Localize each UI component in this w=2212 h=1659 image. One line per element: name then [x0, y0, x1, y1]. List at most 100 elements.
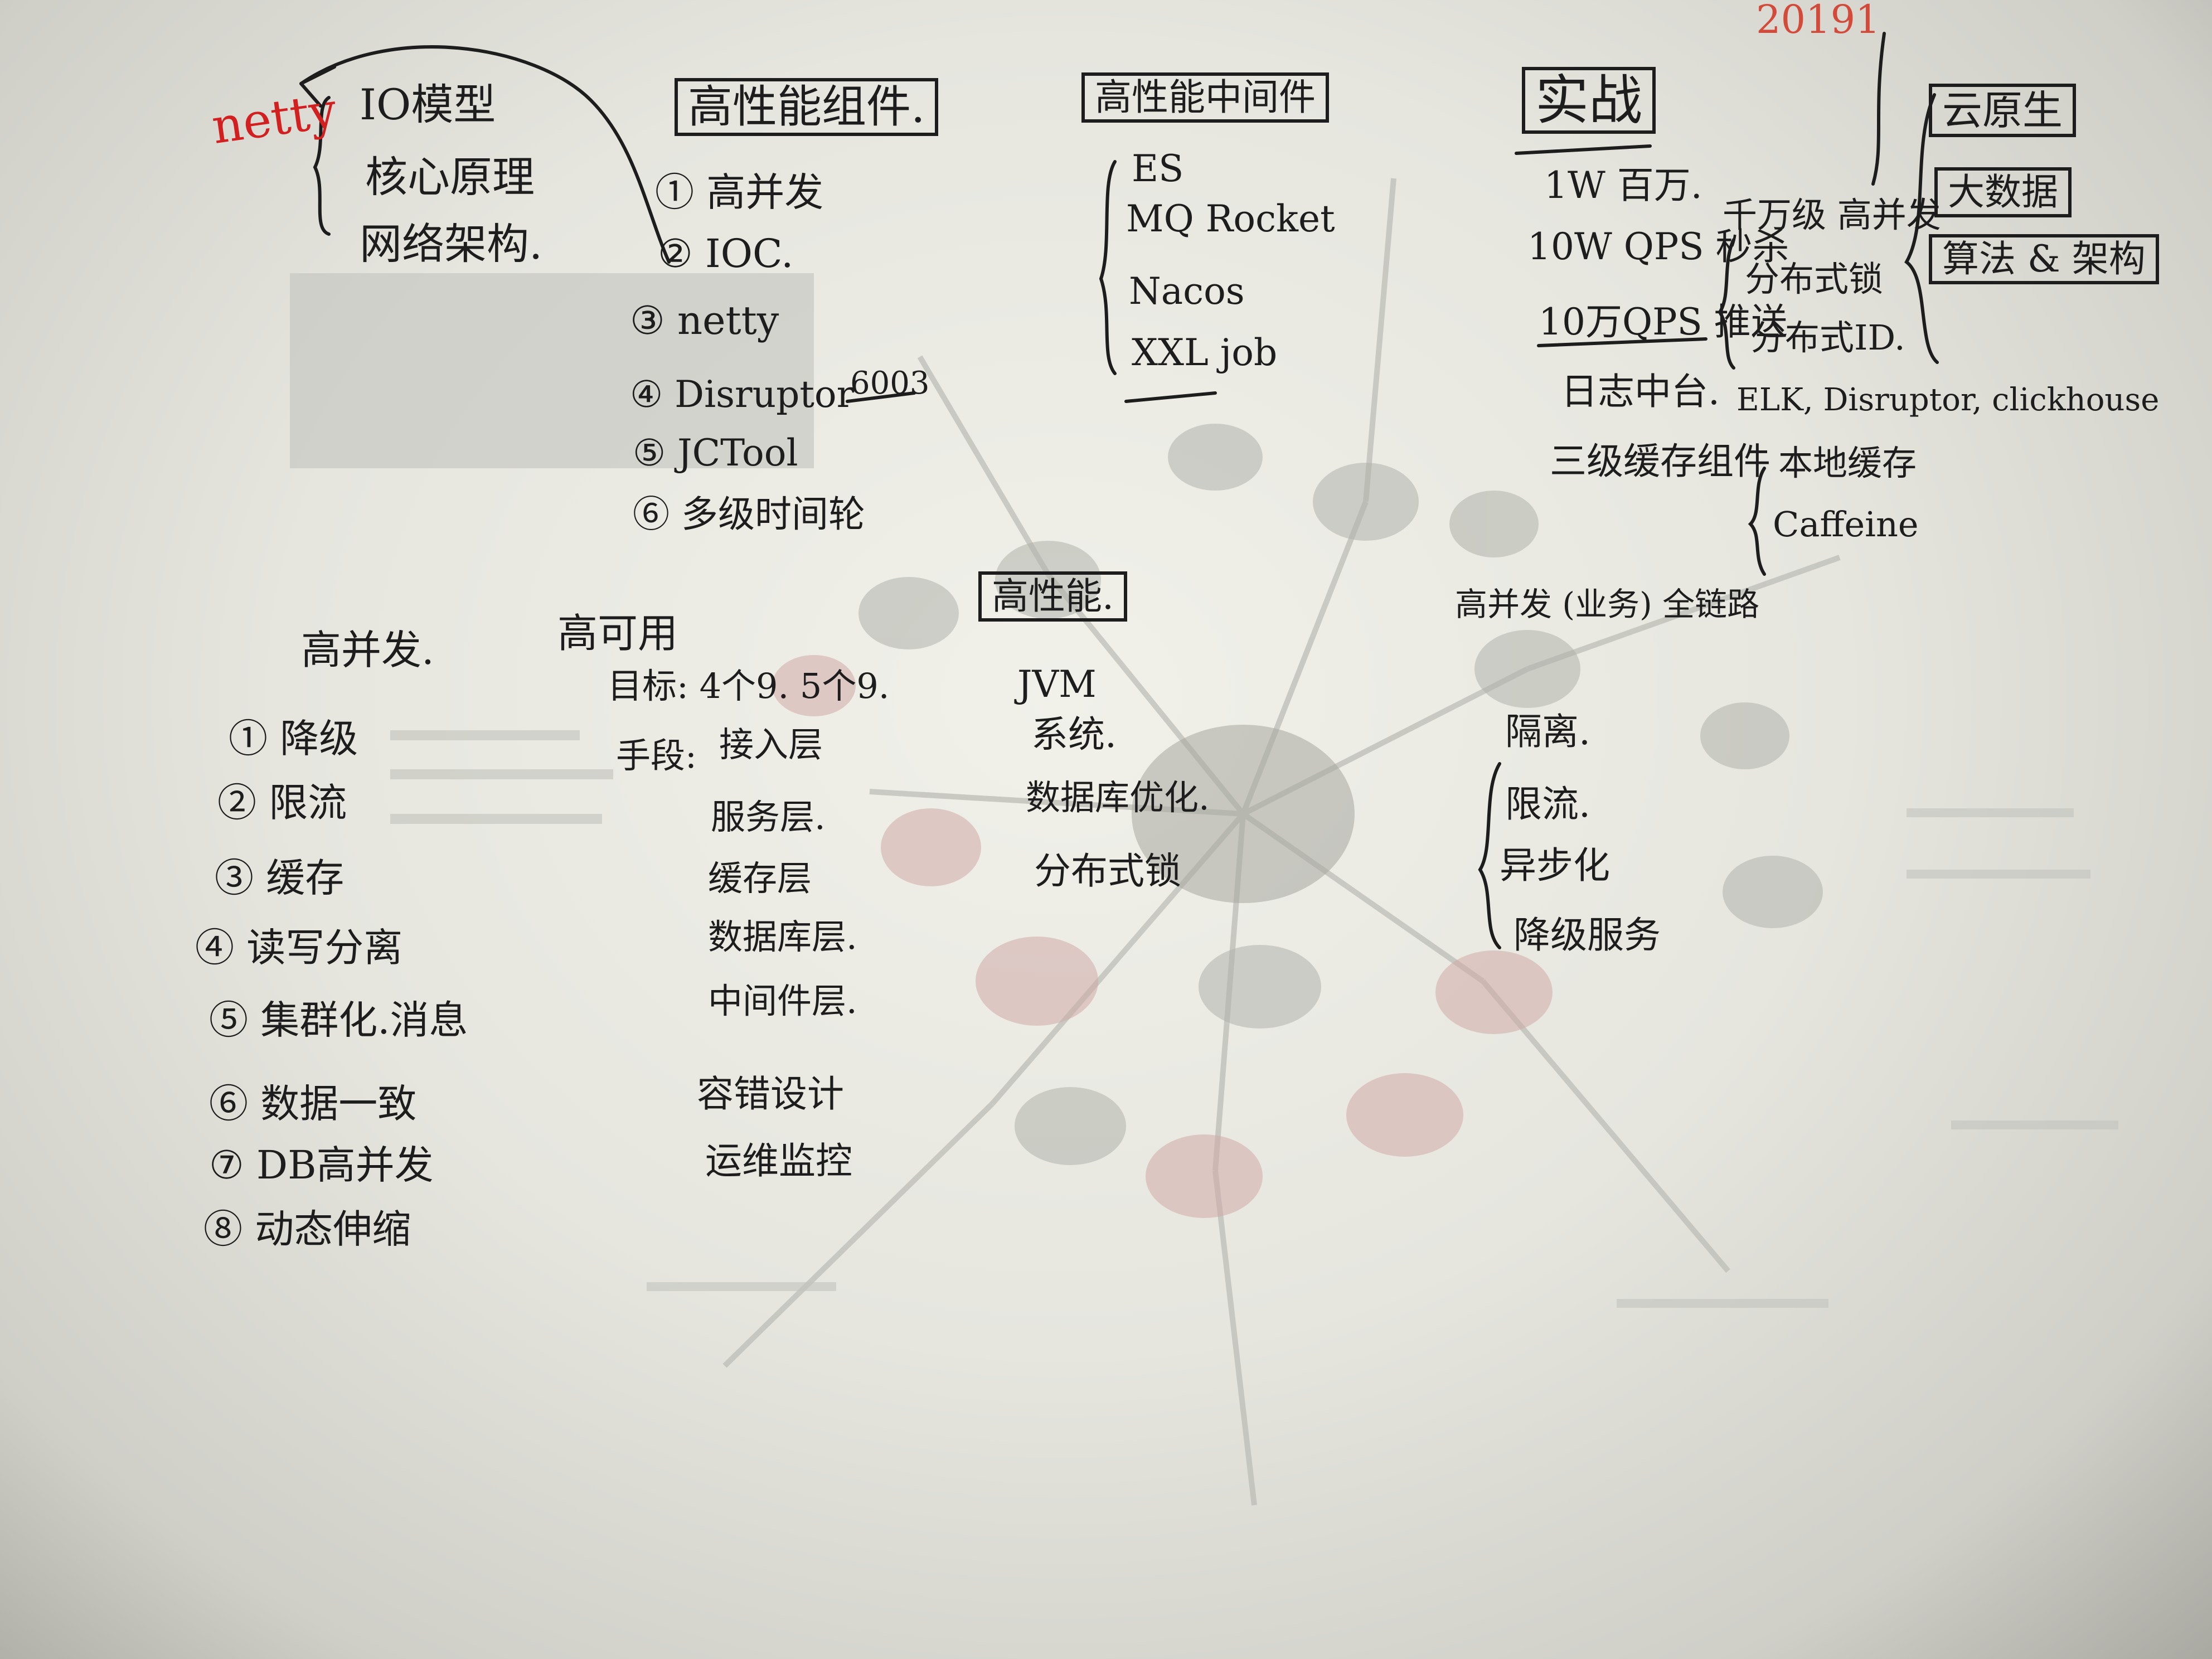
ghost-text-block	[647, 1282, 836, 1291]
shizhan-right-item: 分布式ID.	[1750, 317, 1905, 358]
middleware-item: ES	[1132, 147, 1184, 190]
gaobingfa-item: ⑥ 数据一致	[209, 1081, 417, 1127]
gaobingfa-title: 高并发.	[301, 627, 434, 673]
gaobingfa-item: ④ 读写分离	[195, 925, 403, 971]
middleware-underline	[1124, 391, 1217, 403]
ghost-node	[1146, 1134, 1263, 1218]
ghost-node-center	[1132, 725, 1355, 903]
gaokeyong-extra: 容错设计	[697, 1073, 844, 1115]
zhongjianjian-title: 高性能中间件	[1081, 72, 1329, 123]
zujian-item: ③ netty	[630, 298, 779, 343]
middleware-item: XXL job	[1132, 331, 1278, 374]
gaobingfa-item: ② 限流	[217, 780, 347, 826]
gaoxingneng-title: 高性能.	[978, 571, 1127, 622]
gaokeyong-means-label: 手段:	[616, 735, 697, 776]
ghost-node	[1723, 856, 1823, 928]
gaobingfa-item: ③ 缓存	[215, 855, 345, 901]
gaoxingneng-item: 分布式锁	[1034, 850, 1181, 892]
lianlu-brace	[1478, 762, 1501, 949]
gaokeyong-target: 目标: 4个9. 5个9.	[608, 666, 890, 706]
gaoxingneng-zujian-title: 高性能组件.	[675, 78, 939, 136]
middleware-item: MQ Rocket	[1126, 197, 1335, 240]
ghost-node	[995, 541, 1101, 619]
lianlu-item: 异步化	[1500, 844, 1610, 887]
gaoxingneng-item: 数据库优化.	[1026, 777, 1210, 818]
netty-item: 网络架构.	[360, 219, 543, 269]
ghost-text-block	[1617, 1299, 1828, 1308]
ghost-node	[772, 655, 856, 716]
lianlu-item: 降级服务	[1514, 914, 1661, 957]
ghost-node	[1346, 1073, 1463, 1157]
gaokeyong-layer: 中间件层.	[708, 981, 857, 1021]
ghost-text-block	[390, 814, 602, 824]
gaobingfa-item: ⑦ DB高并发	[209, 1142, 434, 1188]
gaokeyong-extra: 运维监控	[705, 1139, 852, 1182]
middleware-item: Nacos	[1129, 270, 1245, 313]
ghost-node	[1199, 945, 1321, 1029]
zujian-item: ④ Disruptor	[630, 373, 855, 416]
ghost-photo	[290, 273, 814, 468]
shizhan-item: 10万QPS 推送	[1539, 300, 1788, 343]
ghost-node	[1700, 702, 1789, 769]
ghost-node	[976, 937, 1098, 1026]
qianwan-brace	[1718, 238, 1735, 370]
shizhan-item: 日志中台.	[1561, 370, 1720, 413]
shizhan-right-item: 分布式锁	[1745, 259, 1884, 299]
gaokeyong-layer: 接入层	[719, 724, 823, 765]
corner-date: 20191	[1756, 0, 1880, 42]
disruptor-note: 6003	[850, 365, 930, 401]
corner-item: 大数据	[1934, 167, 2072, 217]
ghost-node	[1313, 463, 1419, 541]
cache-item: 本地缓存	[1778, 443, 1917, 483]
lianlu-item: 隔离.	[1505, 710, 1590, 753]
tuisong-underline	[1537, 337, 1707, 347]
corner-divider	[1871, 32, 1886, 186]
gaokeyong-layer: 服务层.	[711, 797, 826, 837]
arrow-head	[299, 65, 336, 108]
ghost-node	[881, 808, 981, 886]
ghost-node	[858, 577, 959, 649]
cache-brace	[1748, 467, 1766, 576]
ghost-text-block	[1907, 808, 2074, 817]
netty-item: IO模型	[360, 80, 496, 129]
gaobingfa-item: ⑤ 集群化.消息	[209, 997, 468, 1043]
ghost-node	[1449, 491, 1539, 557]
gaokeyong-title: 高可用	[557, 610, 678, 657]
zujian-item: ⑥ 多级时间轮	[633, 493, 865, 536]
corner-item: 算法 & 架构	[1929, 234, 2159, 284]
gaokeyong-layer: 数据库层.	[708, 916, 857, 957]
netty-brace	[313, 96, 331, 236]
zujian-item: ② IOC.	[658, 231, 794, 276]
gaobingfa-item: ① 降级	[229, 716, 358, 761]
corner-item: 云原生	[1929, 84, 2077, 137]
shizhan-item: 三级缓存组件	[1550, 440, 1770, 483]
gaoxingneng-item: JVM	[1017, 663, 1097, 706]
ghost-text-block	[1907, 870, 2090, 879]
arrow-curve	[299, 45, 671, 264]
ghost-node	[1168, 424, 1263, 491]
gaoxingneng-item: 系统.	[1031, 713, 1117, 756]
shizhan-item: 1W 百万.	[1544, 164, 1702, 207]
log-stack: ELK, Disruptor, clickhouse	[1736, 382, 2160, 418]
ghost-text-block	[1951, 1120, 2118, 1129]
ghost-node	[1015, 1087, 1126, 1165]
zujian-item: ① 高并发	[655, 169, 824, 215]
corner-brace	[1904, 93, 1939, 364]
ghost-text-block	[390, 769, 613, 779]
lianlu-item: 限流.	[1505, 783, 1590, 826]
shizhan-underline	[1515, 144, 1652, 155]
middleware-brace	[1099, 160, 1117, 375]
netty-item: 核心原理	[365, 152, 535, 202]
ghost-text-block	[390, 730, 580, 740]
gaobingfa-item: ⑧ 动态伸缩	[203, 1206, 411, 1252]
ghost-node	[1435, 950, 1553, 1034]
gaokeyong-layer: 缓存层	[708, 858, 812, 899]
shizhan-item: 10W QPS 秒杀	[1527, 225, 1789, 268]
ghost-node	[1474, 630, 1580, 708]
lianlu-title: 高并发 (业务) 全链路	[1455, 585, 1760, 623]
zujian-item: ⑤ JCTool	[633, 431, 798, 474]
cache-item: Caffeine	[1773, 504, 1919, 545]
shizhan-title: 实战	[1522, 67, 1656, 134]
